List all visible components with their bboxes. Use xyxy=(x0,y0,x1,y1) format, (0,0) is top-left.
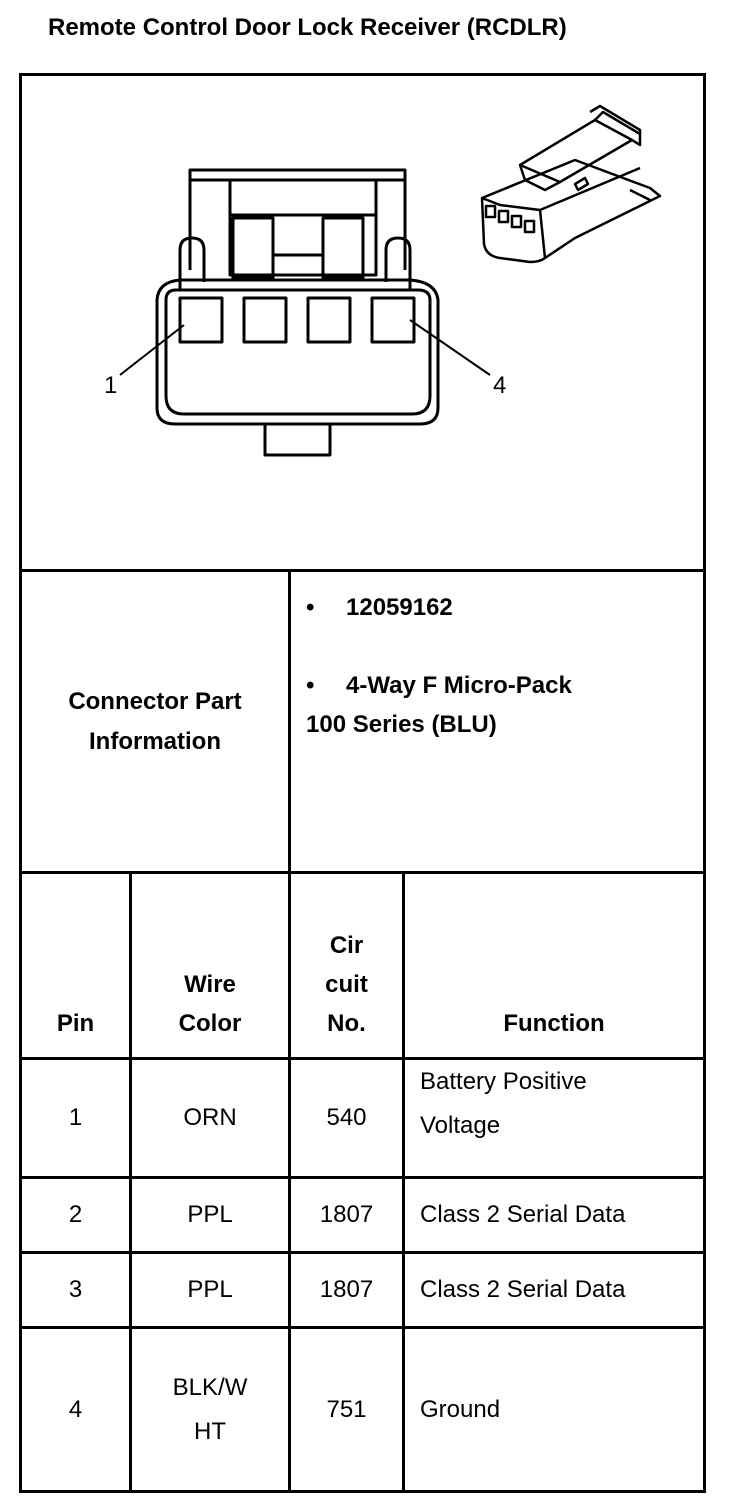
connector-part-info-values: • 12059162 • 4-Way F Micro-Pack 100 Series… xyxy=(306,588,696,744)
page-title: Remote Control Door Lock Receiver (RCDLR… xyxy=(48,14,567,41)
header-wire-color-line2: Color xyxy=(178,1010,242,1037)
table-row-4-wire-color: BLK/W HT xyxy=(132,1329,288,1490)
header-wire-color-line1: Wire xyxy=(184,971,236,998)
table-row-4-pin: 4 xyxy=(68,1395,83,1423)
part-number-line: • 12059162 xyxy=(306,588,696,627)
pin-label-4: 4 xyxy=(493,372,506,399)
bullet-icon: • xyxy=(306,672,315,699)
table-row-2-pin: 2 xyxy=(68,1201,83,1228)
pin-cavity-3 xyxy=(306,296,352,344)
table-row-1-function: Battery Positive Voltage xyxy=(420,1060,703,1176)
table-row-2-wire-color: PPL xyxy=(187,1201,233,1228)
divider-part-info-col xyxy=(288,569,291,1493)
table-row-3-circuit: 1807 xyxy=(319,1276,374,1303)
frame-bottom-border xyxy=(19,1490,706,1493)
table-row-1-pin: 1 xyxy=(68,1104,83,1131)
table-row-4-function: Ground xyxy=(420,1395,501,1423)
divider-row3 xyxy=(19,1326,706,1329)
table-row-1-wire-color: ORN xyxy=(183,1104,237,1131)
table-row-1-function-line2: Voltage xyxy=(420,1112,501,1139)
part-description-2: 100 Series (BLU) xyxy=(306,711,497,738)
frame-right-border xyxy=(703,73,706,1493)
table-row-4-wire-color-line2: HT xyxy=(194,1417,226,1445)
pin-cavity-4 xyxy=(370,296,416,344)
pin-cavity-1 xyxy=(178,296,224,344)
connector-label-line2: Information xyxy=(89,727,221,755)
table-row-1-function-line1: Battery Positive xyxy=(420,1068,587,1095)
table-row-2-circuit: 1807 xyxy=(319,1201,374,1228)
table-row-3-pin: 3 xyxy=(68,1276,83,1303)
part-description-line: • 4-Way F Micro-Pack xyxy=(306,666,696,705)
connector-isometric-view xyxy=(480,104,662,264)
connector-diagram: 1 4 xyxy=(104,104,662,457)
header-circuit: Cir cuit No. xyxy=(291,926,402,1043)
divider-diagram xyxy=(19,569,706,572)
divider-header xyxy=(19,1057,706,1060)
divider-circuit-col xyxy=(402,871,405,1493)
table-row-1-circuit: 540 xyxy=(326,1104,367,1131)
pin-1-leader xyxy=(119,324,185,376)
connector-face-view xyxy=(119,168,491,457)
header-wire-color: Wire Color xyxy=(132,965,288,1043)
frame-left-border xyxy=(19,73,22,1493)
frame-top-border xyxy=(19,73,706,76)
table-row-3-function: Class 2 Serial Data xyxy=(420,1276,626,1303)
table-row-3-wire-color: PPL xyxy=(187,1276,233,1303)
divider-row1 xyxy=(19,1176,706,1179)
pin-4-leader xyxy=(409,319,491,376)
header-circuit-line3: No. xyxy=(327,1010,366,1037)
divider-row2 xyxy=(19,1251,706,1254)
header-circuit-line2: cuit xyxy=(325,971,368,998)
bullet-icon: • xyxy=(306,594,315,621)
part-number: 12059162 xyxy=(346,594,453,621)
pin-cavity-2 xyxy=(242,296,288,344)
part-description-1: 4-Way F Micro-Pack xyxy=(346,672,572,699)
header-function: Function xyxy=(503,1010,605,1037)
connector-part-info-label: Connector Part Information xyxy=(22,572,288,871)
header-circuit-line1: Cir xyxy=(329,932,364,959)
connector-label-line1: Connector Part xyxy=(68,687,242,715)
table-row-2-function: Class 2 Serial Data xyxy=(420,1201,626,1228)
table-row-4-wire-color-line1: BLK/W xyxy=(172,1373,248,1401)
divider-part-info xyxy=(19,871,706,874)
header-pin: Pin xyxy=(56,1010,95,1037)
table-row-4-circuit: 751 xyxy=(326,1395,367,1423)
pin-label-1: 1 xyxy=(104,372,117,399)
divider-pin-col xyxy=(129,871,132,1493)
